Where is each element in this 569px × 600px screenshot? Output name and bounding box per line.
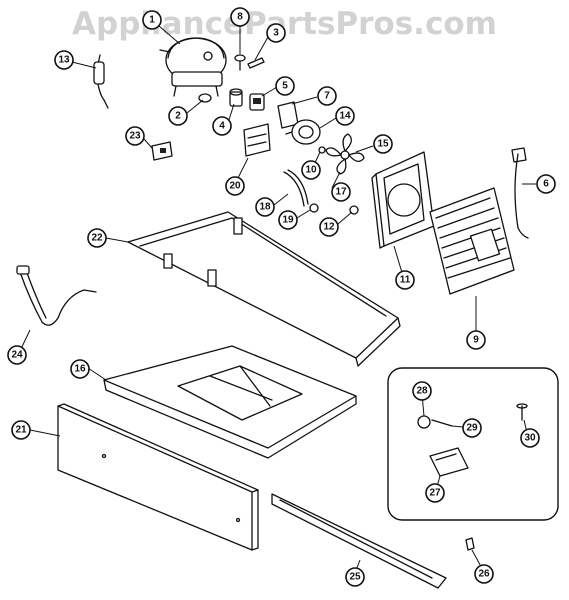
callout-17: 17 bbox=[331, 182, 351, 202]
part-16-drawing bbox=[103, 345, 357, 459]
callout-14: 14 bbox=[335, 106, 355, 126]
callout-25: 25 bbox=[345, 567, 365, 587]
callout-5: 5 bbox=[275, 76, 295, 96]
callout-28: 28 bbox=[412, 381, 432, 401]
part-27-drawing bbox=[429, 447, 469, 477]
part-22-drawing bbox=[127, 211, 401, 367]
callout-3: 3 bbox=[266, 23, 286, 43]
svg-text:19: 19 bbox=[282, 215, 294, 226]
callout-21: 21 bbox=[11, 420, 31, 440]
svg-text:16: 16 bbox=[74, 364, 86, 375]
svg-text:15: 15 bbox=[377, 139, 389, 150]
callout-12: 12 bbox=[319, 217, 339, 237]
callout-24: 24 bbox=[7, 345, 27, 365]
part-28-drawing bbox=[417, 415, 431, 429]
svg-text:12: 12 bbox=[323, 222, 335, 233]
svg-text:2: 2 bbox=[175, 111, 181, 122]
svg-text:20: 20 bbox=[229, 181, 241, 192]
part-29-drawing bbox=[431, 419, 453, 427]
callout-30: 30 bbox=[520, 428, 540, 448]
callout-15: 15 bbox=[373, 134, 393, 154]
svg-text:6: 6 bbox=[543, 179, 549, 190]
part-18-drawing bbox=[283, 169, 309, 207]
callout-13: 13 bbox=[54, 50, 74, 70]
callout-27: 27 bbox=[425, 483, 445, 503]
part-5-drawing bbox=[249, 93, 265, 111]
svg-text:27: 27 bbox=[429, 488, 441, 499]
part-4-drawing bbox=[229, 88, 243, 107]
svg-text:24: 24 bbox=[11, 350, 23, 361]
svg-text:14: 14 bbox=[339, 111, 351, 122]
callout-10: 10 bbox=[301, 160, 321, 180]
part-8-drawing bbox=[234, 54, 246, 71]
svg-text:10: 10 bbox=[305, 165, 317, 176]
svg-text:26: 26 bbox=[478, 569, 490, 580]
part-2-drawing bbox=[198, 93, 212, 103]
callout-18: 18 bbox=[255, 197, 275, 217]
callout-16: 16 bbox=[70, 359, 90, 379]
part-3-drawing bbox=[247, 57, 265, 69]
svg-text:25: 25 bbox=[349, 572, 361, 583]
svg-text:9: 9 bbox=[473, 335, 479, 346]
svg-text:5: 5 bbox=[282, 81, 288, 92]
svg-text:11: 11 bbox=[400, 275, 411, 286]
callout-7: 7 bbox=[317, 86, 337, 106]
svg-text:21: 21 bbox=[15, 425, 27, 436]
svg-text:1: 1 bbox=[149, 15, 155, 26]
inset-box bbox=[387, 367, 559, 521]
part-19-drawing bbox=[309, 203, 319, 213]
callout-9: 9 bbox=[466, 330, 486, 350]
part-20-drawing bbox=[243, 123, 271, 157]
callout-26: 26 bbox=[474, 564, 494, 584]
part-9-drawing bbox=[429, 187, 515, 295]
callout-1: 1 bbox=[142, 10, 162, 30]
callout-11: 11 bbox=[395, 270, 415, 290]
svg-text:7: 7 bbox=[324, 91, 330, 102]
callout-23: 23 bbox=[125, 126, 145, 146]
svg-text:30: 30 bbox=[524, 433, 536, 444]
part-1-drawing bbox=[159, 37, 227, 97]
svg-text:23: 23 bbox=[129, 131, 141, 142]
part-13-drawing bbox=[93, 54, 109, 109]
svg-text:13: 13 bbox=[58, 55, 70, 66]
svg-text:18: 18 bbox=[259, 202, 271, 213]
svg-text:17: 17 bbox=[335, 187, 347, 198]
part-11-drawing bbox=[371, 151, 435, 249]
part-15-drawing bbox=[325, 133, 365, 175]
part-14-drawing bbox=[285, 119, 321, 145]
svg-text:29: 29 bbox=[466, 423, 478, 434]
callout-19: 19 bbox=[278, 210, 298, 230]
part-25-drawing bbox=[271, 493, 447, 589]
callout-2: 2 bbox=[168, 106, 188, 126]
callout-4: 4 bbox=[212, 116, 232, 136]
svg-text:8: 8 bbox=[237, 12, 243, 23]
svg-text:3: 3 bbox=[273, 28, 279, 39]
part-24-drawing bbox=[16, 265, 97, 326]
part-26-drawing bbox=[465, 537, 475, 551]
svg-text:22: 22 bbox=[91, 233, 103, 244]
part-23-drawing bbox=[151, 141, 173, 161]
callout-29: 29 bbox=[462, 418, 482, 438]
part-21-drawing bbox=[57, 403, 259, 551]
part-10-drawing bbox=[318, 146, 326, 154]
callout-8: 8 bbox=[230, 7, 250, 27]
part-6-drawing bbox=[511, 147, 529, 239]
callout-22: 22 bbox=[87, 228, 107, 248]
callout-6: 6 bbox=[536, 174, 556, 194]
svg-text:4: 4 bbox=[219, 121, 225, 132]
part-30-drawing bbox=[516, 403, 528, 421]
svg-text:28: 28 bbox=[416, 386, 428, 397]
callout-20: 20 bbox=[225, 176, 245, 196]
